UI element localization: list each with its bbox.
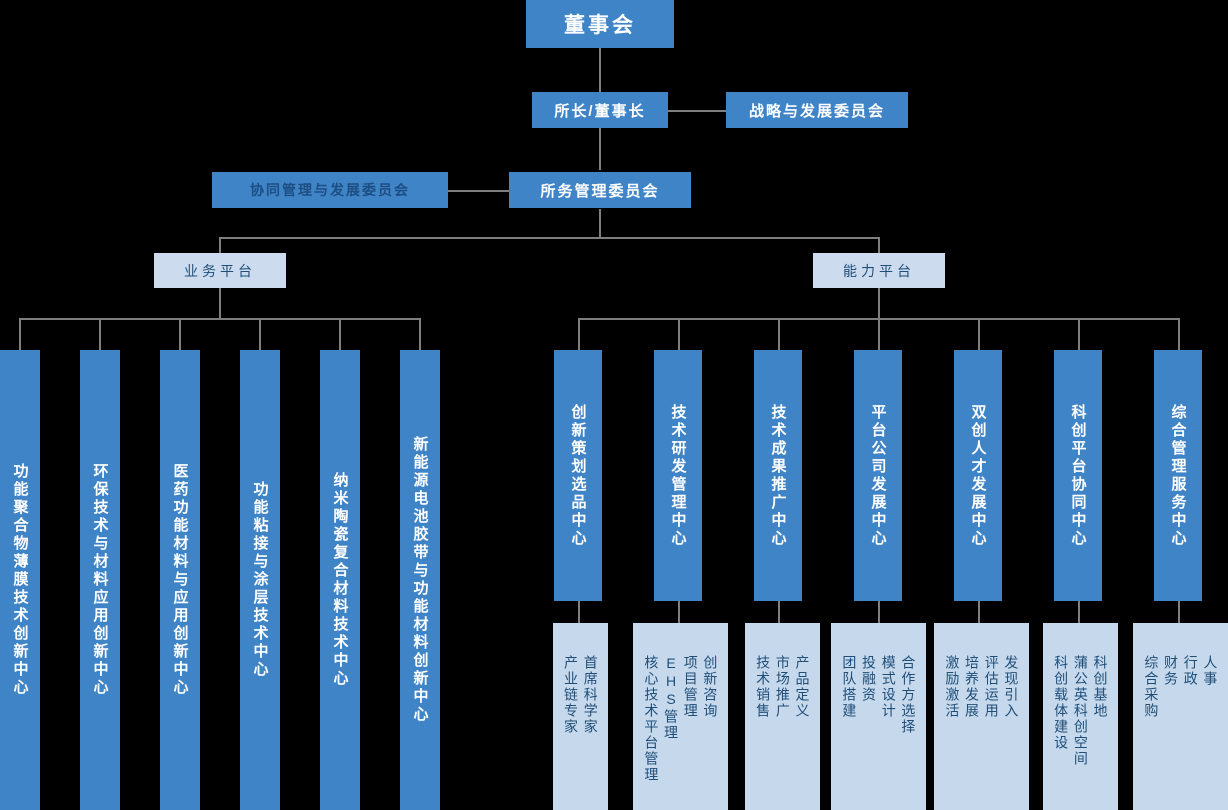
sub-item[interactable]: 投融资 [861, 655, 877, 703]
connector-affairs-down [599, 209, 601, 237]
capability-unit-6[interactable]: 科创平台协同中心 [1054, 350, 1102, 601]
sub-item[interactable]: 产业链专家 [563, 655, 579, 735]
business-unit-5[interactable]: 纳米陶瓷复合材料技术中心 [320, 350, 360, 810]
connector-cu-drop-4 [878, 318, 880, 350]
sub-item[interactable]: 财务 [1163, 655, 1179, 687]
connector-sub-drop-3 [778, 601, 780, 623]
capability-unit-2[interactable]: 技术研发管理中心 [654, 350, 702, 601]
sub-item[interactable]: 市场推广 [774, 655, 791, 719]
connector-cu-drop-3 [778, 318, 780, 350]
business-unit-2[interactable]: 环保技术与材料应用创新中心 [80, 350, 120, 810]
connector-sub-drop-4 [878, 601, 880, 623]
sub-item[interactable]: EHS管理 [663, 655, 679, 741]
sub-item[interactable]: 培养发展 [964, 655, 980, 719]
connector-business-down [219, 288, 221, 318]
capability-unit-5[interactable]: 双创人才发展中心 [954, 350, 1002, 601]
connector-cu-drop-1 [578, 318, 580, 350]
connector-cu-drop-5 [978, 318, 980, 350]
node-strategy-committee[interactable]: 战略与发展委员会 [726, 92, 908, 128]
sub-item[interactable]: 激励激活 [944, 655, 961, 719]
sub-item[interactable]: 科创载体建设 [1053, 655, 1070, 751]
capability-unit-label: 技术研发管理中心 [669, 403, 687, 548]
connector-bu-drop-3 [179, 318, 181, 350]
node-collab-committee[interactable]: 协同管理与发展委员会 [212, 172, 448, 208]
connector-sub-drop-5 [978, 601, 980, 623]
connector-cu-drop-2 [678, 318, 680, 350]
sub-item[interactable]: 科创基地 [1092, 655, 1109, 719]
sub-group-6[interactable]: 科创基地 蒲公英科创空间 科创载体建设 [1043, 623, 1118, 810]
sub-group-2[interactable]: 创新咨询 项目管理 EHS管理 核心技术平台管理 [633, 623, 728, 810]
sub-item[interactable]: 团队搭建 [841, 655, 858, 719]
sub-item[interactable]: 综合采购 [1143, 655, 1160, 719]
connector-bu-drop-2 [99, 318, 101, 350]
business-unit-4[interactable]: 功能粘接与涂层技术中心 [240, 350, 280, 810]
sub-item[interactable]: 发现引入 [1003, 655, 1020, 719]
connector-director-affairs [599, 128, 601, 170]
connector-sub-drop-2 [678, 601, 680, 623]
connector-cu-drop-7 [1178, 318, 1180, 350]
sub-group-4[interactable]: 合作方选择 模式设计 投融资 团队搭建 [831, 623, 926, 810]
connector-bus-capability [878, 237, 880, 253]
sub-group-7[interactable]: 人事 行政 财务 综合采购 [1133, 623, 1228, 810]
sub-item[interactable]: 技术销售 [755, 655, 772, 719]
connector-cu-drop-6 [1078, 318, 1080, 350]
business-unit-label: 纳米陶瓷复合材料技术中心 [331, 472, 349, 688]
connector-bu-drop-1 [19, 318, 21, 350]
capability-unit-label: 综合管理服务中心 [1169, 403, 1187, 548]
sub-item[interactable]: 行政 [1182, 655, 1199, 687]
node-board[interactable]: 董事会 [526, 0, 674, 48]
platform-capability[interactable]: 能力平台 [813, 253, 945, 288]
connector-bu-drop-4 [259, 318, 261, 350]
sub-group-5[interactable]: 发现引入 评估运用 培养发展 激励激活 [934, 623, 1029, 810]
business-unit-label: 环保技术与材料应用创新中心 [91, 463, 109, 697]
connector-affairs-collab [448, 190, 510, 192]
business-unit-6[interactable]: 新能源电池胶带与功能材料创新中心 [400, 350, 440, 810]
node-director[interactable]: 所长/董事长 [532, 92, 668, 128]
sub-group-3[interactable]: 产品定义 市场推广 技术销售 [745, 623, 820, 810]
sub-item[interactable]: 项目管理 [682, 655, 699, 719]
business-unit-label: 新能源电池胶带与功能材料创新中心 [411, 436, 429, 724]
business-unit-3[interactable]: 医药功能材料与应用创新中心 [160, 350, 200, 810]
business-unit-label: 功能聚合物薄膜技术创新中心 [11, 463, 29, 697]
connector-bu-drop-5 [339, 318, 341, 350]
capability-unit-3[interactable]: 技术成果推广中心 [754, 350, 802, 601]
connector-bu-drop-6 [419, 318, 421, 350]
sub-item[interactable]: 合作方选择 [900, 655, 917, 735]
sub-item[interactable]: 人事 [1202, 655, 1219, 687]
capability-unit-4[interactable]: 平台公司发展中心 [854, 350, 902, 601]
connector-sub-drop-7 [1178, 601, 1180, 623]
capability-unit-label: 技术成果推广中心 [769, 403, 787, 548]
sub-item[interactable]: 创新咨询 [702, 655, 719, 719]
connector-sub-drop-6 [1078, 601, 1080, 623]
connector-bus-business [219, 237, 221, 253]
sub-item[interactable]: 核心技术平台管理 [643, 655, 660, 783]
connector-director-strategy [668, 110, 726, 112]
capability-unit-label: 科创平台协同中心 [1069, 403, 1087, 548]
capability-unit-1[interactable]: 创新策划选品中心 [554, 350, 602, 601]
connector-business-bus [19, 318, 421, 320]
connector-platform-bus [219, 237, 880, 239]
business-unit-label: 医药功能材料与应用创新中心 [171, 463, 189, 697]
business-unit-1[interactable]: 功能聚合物薄膜技术创新中心 [0, 350, 40, 810]
capability-unit-7[interactable]: 综合管理服务中心 [1154, 350, 1202, 601]
connector-capability-down [878, 288, 880, 318]
sub-group-1[interactable]: 首席科学家 产业链专家 [553, 623, 608, 810]
sub-item[interactable]: 首席科学家 [582, 655, 599, 735]
sub-item[interactable]: 评估运用 [983, 655, 1000, 719]
capability-unit-label: 创新策划选品中心 [569, 403, 587, 548]
sub-item[interactable]: 产品定义 [794, 655, 811, 719]
sub-item[interactable]: 模式设计 [880, 655, 897, 719]
connector-board-director [599, 48, 601, 94]
connector-sub-drop-1 [578, 601, 580, 623]
business-unit-label: 功能粘接与涂层技术中心 [251, 481, 269, 679]
node-affairs-committee[interactable]: 所务管理委员会 [509, 172, 691, 208]
capability-unit-label: 平台公司发展中心 [869, 403, 887, 548]
capability-unit-label: 双创人才发展中心 [969, 403, 987, 548]
platform-business[interactable]: 业务平台 [154, 253, 286, 288]
sub-item[interactable]: 蒲公英科创空间 [1072, 655, 1089, 767]
